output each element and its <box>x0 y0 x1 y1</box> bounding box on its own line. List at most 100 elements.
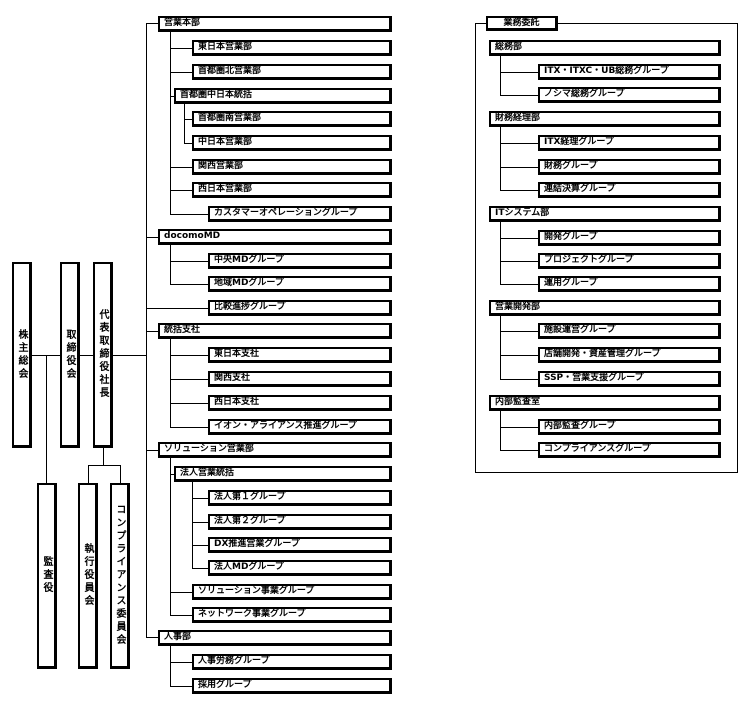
group-label: 比較進捗グループ <box>214 302 286 312</box>
connector-line <box>192 545 208 546</box>
executive-committee-box: 執行役員会 <box>78 483 98 669</box>
connector-line <box>170 686 192 687</box>
connector-line <box>46 355 47 483</box>
outsourced-group-label: 連結決算グループ <box>544 184 616 194</box>
department-box: 首都圏中日本統括 <box>174 88 392 104</box>
division-box: ソリューション営業部 <box>158 442 392 458</box>
outsourced-title: 業務委託 <box>503 17 540 28</box>
outsourced-group-box: コンプライアンスグループ <box>538 442 721 458</box>
connector-line <box>146 637 158 638</box>
outsourced-department-box: 総務部 <box>489 40 721 56</box>
outsourced-department-box: ITシステム部 <box>489 206 721 222</box>
connector-line <box>192 498 208 499</box>
connector-line <box>170 474 174 475</box>
outsourced-group-box: 運用グループ <box>538 276 721 292</box>
connector-line <box>500 95 538 96</box>
connector-line <box>500 355 538 356</box>
outsourced-department-box: 財務経理部 <box>489 111 721 127</box>
outsourced-department-label: 営業開発部 <box>495 302 541 312</box>
compliance-committee-label: コンプライアンス委員会 <box>114 504 125 647</box>
division-box: 統括支社 <box>158 323 392 339</box>
connector-line <box>500 411 501 450</box>
connector-line <box>170 458 171 615</box>
outsourced-group-label: 運用グループ <box>544 278 598 288</box>
department-label: 首都圏中日本統括 <box>180 90 253 100</box>
connector-line <box>170 214 208 215</box>
shareholders-meeting-box: 株主総会 <box>12 262 32 448</box>
executive-committee-label: 執行役員会 <box>82 543 93 608</box>
group-label: 法人第１グループ <box>214 492 286 502</box>
connector-line <box>170 662 192 663</box>
group-box: 中央MDグループ <box>208 253 392 269</box>
connector-line <box>500 222 501 284</box>
connector-line <box>192 522 208 523</box>
division-label: 営業本部 <box>164 18 201 28</box>
department-box: 西日本営業部 <box>192 182 392 198</box>
ceo-box: 代表取締役社長 <box>93 262 113 448</box>
connector-line <box>170 167 192 168</box>
group-box: ソリューション事業グループ <box>192 584 392 600</box>
group-box: 採用グループ <box>192 678 392 694</box>
division-box: 営業本部 <box>158 16 392 32</box>
connector-line <box>113 355 146 356</box>
connector-line <box>170 96 174 97</box>
group-label: 人事労務グループ <box>198 656 270 666</box>
outsourced-group-label: プロジェクトグループ <box>544 255 634 265</box>
connector-line <box>170 72 192 73</box>
connector-line <box>170 355 208 356</box>
group-box: ネットワーク事業グループ <box>192 607 392 623</box>
connector-line <box>146 450 158 451</box>
group-label: 法人MDグループ <box>214 562 284 572</box>
connector-line <box>500 379 538 380</box>
group-box: 首都圏南営業部 <box>192 111 392 127</box>
connector-line <box>146 23 158 24</box>
department-box: 東日本営業部 <box>192 40 392 56</box>
connector-line <box>500 72 538 73</box>
group-label: DX推進営業グループ <box>214 539 300 549</box>
group-box: イオン・アライアンス推進グループ <box>208 419 392 435</box>
board-label: 取締役会 <box>64 328 75 381</box>
shareholders-meeting-label: 株主総会 <box>16 328 27 381</box>
connector-line <box>500 427 538 428</box>
connector-line <box>170 190 192 191</box>
connector-line <box>103 448 104 465</box>
group-label: 関西支社 <box>214 373 251 383</box>
connector-line <box>88 465 120 466</box>
connector-line <box>192 568 208 569</box>
connector-line <box>500 190 538 191</box>
group-label: 首都圏南営業部 <box>198 113 262 123</box>
group-label: 東日本支社 <box>214 349 260 359</box>
connector-line <box>170 245 171 284</box>
connector-line <box>184 143 192 144</box>
ceo-label: 代表取締役社長 <box>97 309 108 400</box>
outsourced-department-box: 内部監査室 <box>489 395 721 411</box>
connector-line <box>80 355 93 356</box>
trunk-line <box>146 23 147 637</box>
outsourced-group-label: 内部監査グループ <box>544 421 616 431</box>
outsourced-group-box: 内部監査グループ <box>538 419 721 435</box>
group-label: 西日本支社 <box>214 397 260 407</box>
connector-line <box>170 615 192 616</box>
division-label: docomoMD <box>164 231 221 241</box>
connector-line <box>170 403 208 404</box>
auditor-box: 監査役 <box>37 483 57 669</box>
group-box: 中日本営業部 <box>192 135 392 151</box>
group-label: ソリューション事業グループ <box>198 586 315 596</box>
outsourced-group-label: コンプライアンスグループ <box>544 444 651 454</box>
connector-line <box>500 127 501 190</box>
group-box: DX推進営業グループ <box>208 537 392 553</box>
outsourced-group-label: 財務グループ <box>544 161 598 171</box>
connector-line <box>500 450 538 451</box>
connector-line <box>500 284 538 285</box>
connector-line <box>170 339 171 427</box>
outsourced-department-label: ITシステム部 <box>495 208 550 218</box>
division-box: docomoMD <box>158 229 392 245</box>
compliance-committee-box: コンプライアンス委員会 <box>110 483 130 669</box>
group-label: ネットワーク事業グループ <box>198 609 306 619</box>
group-box: 比較進捗グループ <box>208 300 392 316</box>
connector-line <box>170 32 171 214</box>
outsourced-group-label: ITX経理グループ <box>544 137 614 147</box>
outsourced-group-box: 店舗開発・資産管理グループ <box>538 347 721 363</box>
outsourced-department-label: 財務経理部 <box>495 113 541 123</box>
department-box: 首都圏北営業部 <box>192 64 392 80</box>
